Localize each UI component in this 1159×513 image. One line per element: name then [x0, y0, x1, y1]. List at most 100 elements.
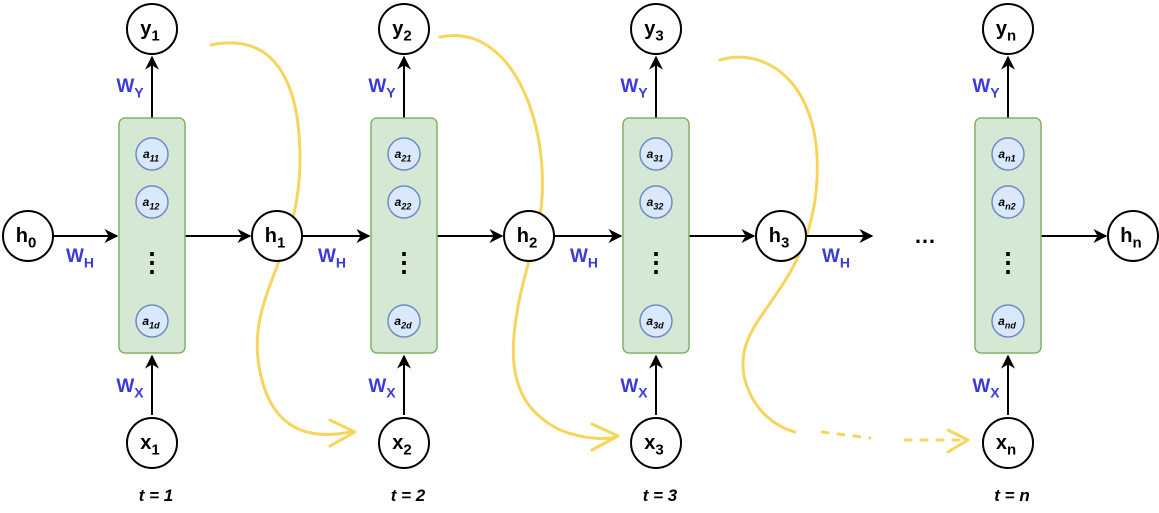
step-2-cell — [370, 117, 438, 354]
weight-wh-label-1-base: W — [66, 246, 84, 267]
step-1-hidden-state-label-base: h — [265, 225, 277, 247]
step-1-time-label: t = 1 — [139, 486, 174, 505]
step-3-unit-3-label: a3d — [646, 314, 664, 330]
step-4-output-label-base: y — [996, 18, 1008, 40]
step-4-unit-2-circle — [991, 185, 1025, 219]
step-2-output-label: y2 — [392, 18, 411, 45]
step-1-weight-wx-label-sub: X — [134, 384, 144, 400]
step-1-unit-2-label-base: a — [143, 195, 150, 209]
step-1-output-label: y1 — [140, 18, 159, 45]
weight-wh-label-3-base: W — [570, 246, 588, 267]
step-3-hidden-state-label: h3 — [769, 225, 790, 252]
step-2-weight-wy-label-base: W — [368, 76, 386, 97]
step-2-weight-wy-label: WY — [368, 76, 396, 100]
weight-wh-label-3: WH — [570, 246, 598, 270]
step-1-unit-1-label: a11 — [143, 147, 159, 163]
step-1-vertical-ellipsis: ⋮ — [139, 247, 165, 277]
step-2-unit-3-label: a2d — [394, 314, 412, 330]
step-2-hidden-state-label: h2 — [517, 225, 538, 252]
weight-wh-label-2: WH — [318, 246, 346, 270]
step-3-output-label: y3 — [644, 18, 663, 45]
step-3-weight-wx-label-base: W — [620, 376, 638, 397]
step-1-unit-3-label-base: a — [142, 314, 149, 328]
step-2-unit-2-label: a22 — [395, 195, 412, 211]
step-2-output-label-sub: 2 — [403, 28, 411, 45]
step-4-weight-wy-label-sub: Y — [990, 84, 1000, 100]
step-4-output-label: yn — [996, 18, 1016, 45]
step-2-unit-3-label-base: a — [394, 314, 401, 328]
step-3-input-label: x3 — [644, 432, 663, 459]
step-3-weight-wx-label: WX — [620, 376, 648, 400]
flow-curve-1-arrowhead — [328, 418, 357, 448]
step-1-unit-3-label: a1d — [142, 314, 160, 330]
step-2-unit-2-label-base: a — [395, 195, 402, 209]
step-1-unit-3-circle — [135, 304, 169, 338]
step-1-output-label-base: y — [140, 18, 152, 40]
step-3-unit-1-label-base: a — [647, 147, 654, 161]
weight-wh-label-3-sub: H — [588, 254, 598, 270]
step-1-input-label-sub: 1 — [151, 442, 159, 459]
weight-wh-label-2-base: W — [318, 246, 336, 267]
initial-state-h0-label-sub: 0 — [28, 235, 36, 252]
initial-state-h0-circle — [2, 210, 54, 262]
step-4-unit-3-label-base: a — [998, 314, 1005, 328]
step-1-output-circle — [126, 3, 178, 55]
step-3-unit-2-label: a32 — [647, 195, 664, 211]
step-4-weight-wx-label-base: W — [972, 376, 990, 397]
step-1-unit-2-label: a12 — [143, 195, 160, 211]
weight-wh-label-4-sub: H — [840, 254, 850, 270]
step-3-unit-2-circle — [639, 185, 673, 219]
step-4-unit-1-circle — [991, 137, 1025, 171]
initial-state-h0-label: h0 — [16, 225, 37, 252]
step-2-unit-2-circle — [387, 185, 421, 219]
weight-wh-label-1: WH — [66, 246, 94, 270]
step-3-unit-1-label: a31 — [647, 147, 664, 163]
step-4-input-circle — [982, 417, 1034, 469]
step-4-weight-wx-label-sub: X — [990, 384, 1000, 400]
step-2-input-label: x2 — [392, 432, 411, 459]
step-1-unit-2-circle — [135, 185, 169, 219]
step-3-input-circle — [630, 417, 682, 469]
step-2-unit-2-label-sub: 22 — [400, 201, 411, 211]
step-3-unit-2-label-base: a — [647, 195, 654, 209]
step-1-input-circle — [126, 417, 178, 469]
step-3-unit-3-label-base: a — [646, 314, 653, 328]
step-1-hidden-state-label-sub: 1 — [277, 235, 285, 252]
step-4-time-label: t = n — [994, 486, 1029, 505]
step-3-unit-1-label-sub: 31 — [653, 153, 663, 163]
step-2-unit-3-label-sub: 2d — [400, 320, 412, 330]
flow-curve-n-arrowhead — [946, 428, 970, 454]
step-2-weight-wx-label-sub: X — [386, 384, 396, 400]
step-1-input-label-base: x — [140, 432, 151, 454]
step-4-unit-1-label: an1 — [998, 147, 1015, 163]
step-3-hidden-state-label-base: h — [769, 225, 781, 247]
flow-curve-3-to-n — [718, 55, 819, 434]
step-2-unit-1-label-sub: 21 — [400, 153, 411, 163]
step-4-unit-3-label: and — [998, 314, 1016, 330]
final-state-hn-label-base: h — [1120, 225, 1132, 247]
step-1-input-label: x1 — [140, 432, 159, 459]
flow-curve-2-arrowhead — [590, 422, 620, 452]
weight-wh-label-4: WH — [822, 246, 850, 270]
step-3-unit-3-label-sub: 3d — [653, 320, 664, 330]
step-2-output-label-base: y — [392, 18, 404, 40]
step-1-unit-1-label-sub: 11 — [150, 153, 159, 163]
step-3-unit-2-label-sub: 32 — [653, 201, 663, 211]
step-4-input-label-sub: n — [1007, 442, 1016, 459]
step-4-unit-3-circle — [991, 304, 1025, 338]
edges — [53, 55, 1108, 415]
step-2-input-label-base: x — [392, 432, 403, 454]
initial-state-h0-label-base: h — [16, 225, 28, 247]
step-3-output-label-sub: 3 — [655, 28, 663, 45]
weight-wh-label-4-base: W — [822, 246, 840, 267]
step-2-unit-1-circle — [387, 137, 421, 171]
step-3-weight-wy-label-base: W — [620, 76, 638, 97]
step-4-unit-2-label-base: a — [998, 195, 1005, 209]
step-1-weight-wy-label-sub: Y — [134, 84, 144, 100]
step-1-weight-wy-label-base: W — [116, 76, 134, 97]
step-1-unit-1-circle — [135, 137, 169, 171]
step-3-time-label: t = 3 — [643, 486, 678, 505]
step-4-input-label-base: x — [996, 432, 1007, 454]
